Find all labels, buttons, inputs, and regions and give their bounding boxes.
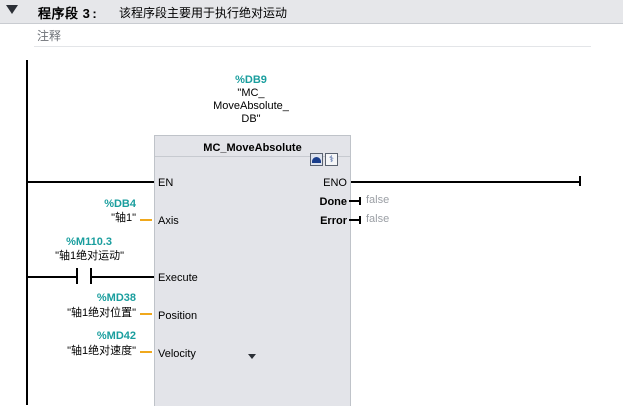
network-description[interactable]: 该程序段主要用于执行绝对运动: [119, 6, 288, 20]
pin-eno[interactable]: ENO: [323, 177, 347, 189]
error-value: false: [366, 213, 390, 225]
contact-left-bar[interactable]: [76, 268, 78, 284]
block-name: MC_MoveAbsolute: [203, 142, 302, 154]
instance-db-name-line2[interactable]: MoveAbsolute_: [213, 100, 289, 112]
mc-moveabsolute-block[interactable]: MC_MoveAbsolute ⚕ EN ENO Done Error Axis…: [154, 135, 351, 406]
velocity-input-wire[interactable]: [140, 351, 152, 353]
pin-position[interactable]: Position: [158, 310, 198, 322]
axis-operand-address[interactable]: %DB4: [104, 198, 136, 210]
position-operand-symbol[interactable]: "轴1绝对位置": [67, 307, 136, 319]
mode-icon[interactable]: [310, 153, 323, 166]
instance-db-name-line1[interactable]: "MC_: [237, 87, 265, 99]
block-name-divider: [155, 156, 350, 157]
network-number: 程序段 3: [38, 6, 91, 21]
instance-db-address[interactable]: %DB9: [235, 74, 267, 86]
execute-wire-right[interactable]: [92, 276, 154, 278]
execute-operand-address[interactable]: %M110.3: [66, 236, 112, 248]
execute-operand-symbol[interactable]: "轴1绝对运动": [55, 250, 124, 262]
network-title-separator: :: [92, 6, 98, 21]
network-comment-field[interactable]: 注释: [34, 26, 591, 47]
en-wire[interactable]: [28, 181, 154, 183]
eno-wire-end: [579, 176, 581, 186]
instance-db-name-line3[interactable]: DB": [241, 113, 261, 125]
velocity-operand-symbol[interactable]: "轴1绝对速度": [67, 345, 136, 357]
done-wire[interactable]: [349, 200, 359, 202]
pin-execute[interactable]: Execute: [158, 272, 198, 284]
contact-right-bar[interactable]: [90, 268, 92, 284]
error-wire[interactable]: [349, 219, 359, 221]
axis-input-wire[interactable]: [140, 219, 152, 221]
pin-en[interactable]: EN: [158, 177, 174, 189]
position-input-wire[interactable]: [140, 313, 152, 315]
pin-error[interactable]: Error: [320, 215, 347, 227]
done-wire-end: [359, 197, 361, 205]
eno-wire[interactable]: [349, 181, 580, 183]
done-value: false: [366, 194, 390, 206]
execute-wire-left[interactable]: [28, 276, 76, 278]
expand-parameters-icon[interactable]: [248, 354, 256, 359]
left-power-rail: [26, 60, 28, 405]
position-operand-address[interactable]: %MD38: [96, 292, 136, 304]
velocity-operand-address[interactable]: %MD42: [96, 330, 136, 342]
comment-placeholder: 注释: [37, 29, 62, 43]
network-header[interactable]: 程序段 3: 该程序段主要用于执行绝对运动: [0, 0, 623, 24]
pin-velocity[interactable]: Velocity: [158, 348, 196, 360]
network-title: 程序段 3:: [38, 3, 97, 22]
error-wire-end: [359, 216, 361, 224]
collapse-triangle-icon[interactable]: [6, 5, 18, 14]
pin-done[interactable]: Done: [319, 196, 348, 208]
diagnostics-icon[interactable]: ⚕: [325, 153, 338, 166]
axis-operand-symbol[interactable]: "轴1": [111, 212, 136, 224]
pin-axis[interactable]: Axis: [158, 215, 179, 227]
